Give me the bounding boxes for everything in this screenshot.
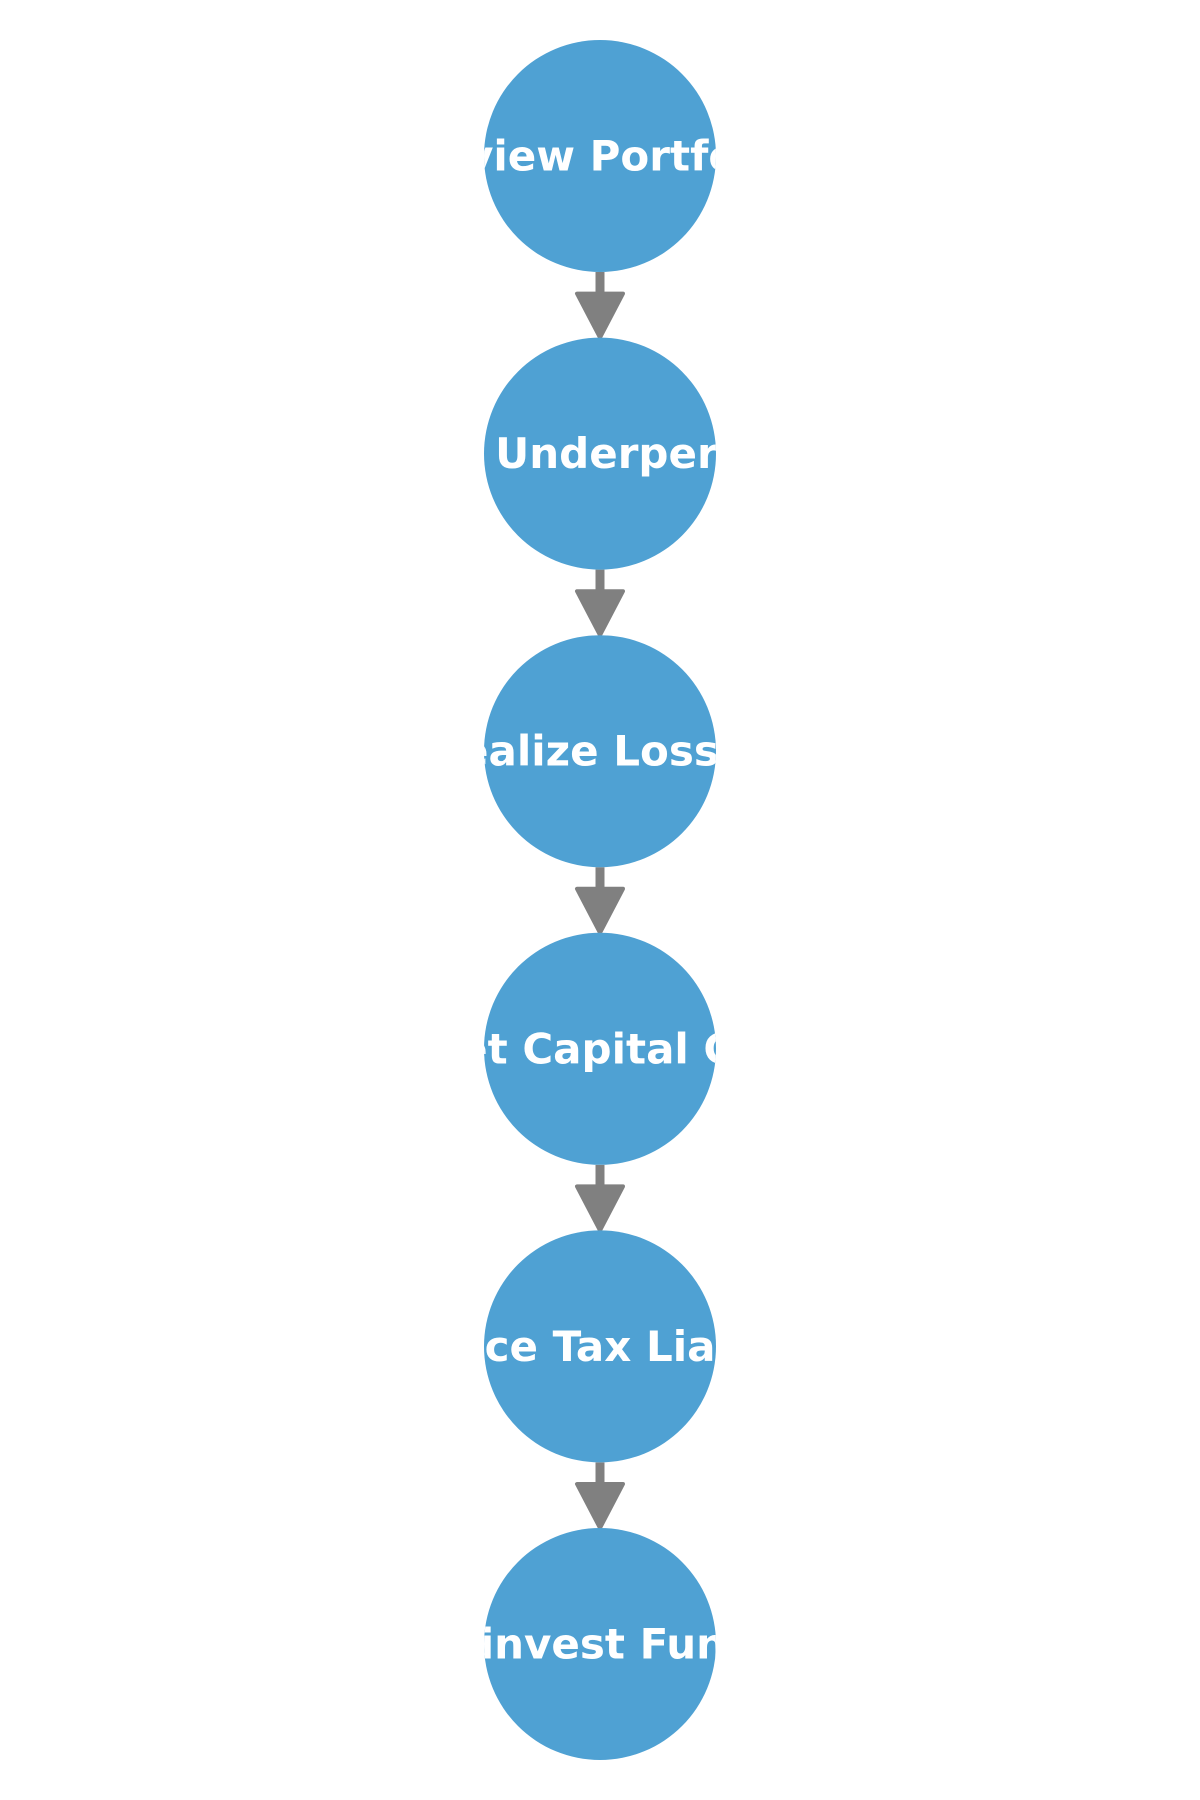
node-label: Reduce Tax Liability [364, 1322, 836, 1371]
arrow-head [575, 886, 625, 935]
flow-arrow [575, 867, 625, 935]
node-label: Review Portfolio [405, 132, 795, 181]
edges-layer [575, 272, 625, 1530]
flow-arrow [575, 1462, 625, 1530]
node-reinvest-funds: Reinvest Funds [419, 1528, 781, 1760]
node-circle [484, 932, 716, 1165]
node-circle [484, 635, 716, 868]
flow-arrow [575, 272, 625, 340]
flow-arrow [575, 569, 625, 638]
node-review-portfolio: Review Portfolio [405, 40, 795, 272]
node-circle [484, 337, 716, 570]
arrow-head [575, 291, 625, 340]
node-reduce-tax-liability: Reduce Tax Liability [364, 1230, 836, 1463]
node-circle [484, 40, 716, 272]
node-offset-capital-gains: Offset Capital Gains [364, 932, 835, 1165]
arrow-head [575, 1482, 625, 1530]
flow-arrow [575, 1164, 625, 1233]
arrow-head [575, 1184, 625, 1233]
node-circle [484, 1528, 716, 1760]
node-label: Reinvest Funds [419, 1620, 781, 1669]
arrow-head [575, 589, 625, 638]
node-label: Offset Capital Gains [364, 1024, 835, 1073]
node-label: Identify Underperforming [296, 429, 903, 478]
node-identify-underperforming: Identify Underperforming [296, 337, 903, 570]
node-realize-losses: Realize Losses [428, 635, 773, 868]
node-circle [484, 1230, 716, 1463]
node-label: Realize Losses [428, 727, 773, 776]
